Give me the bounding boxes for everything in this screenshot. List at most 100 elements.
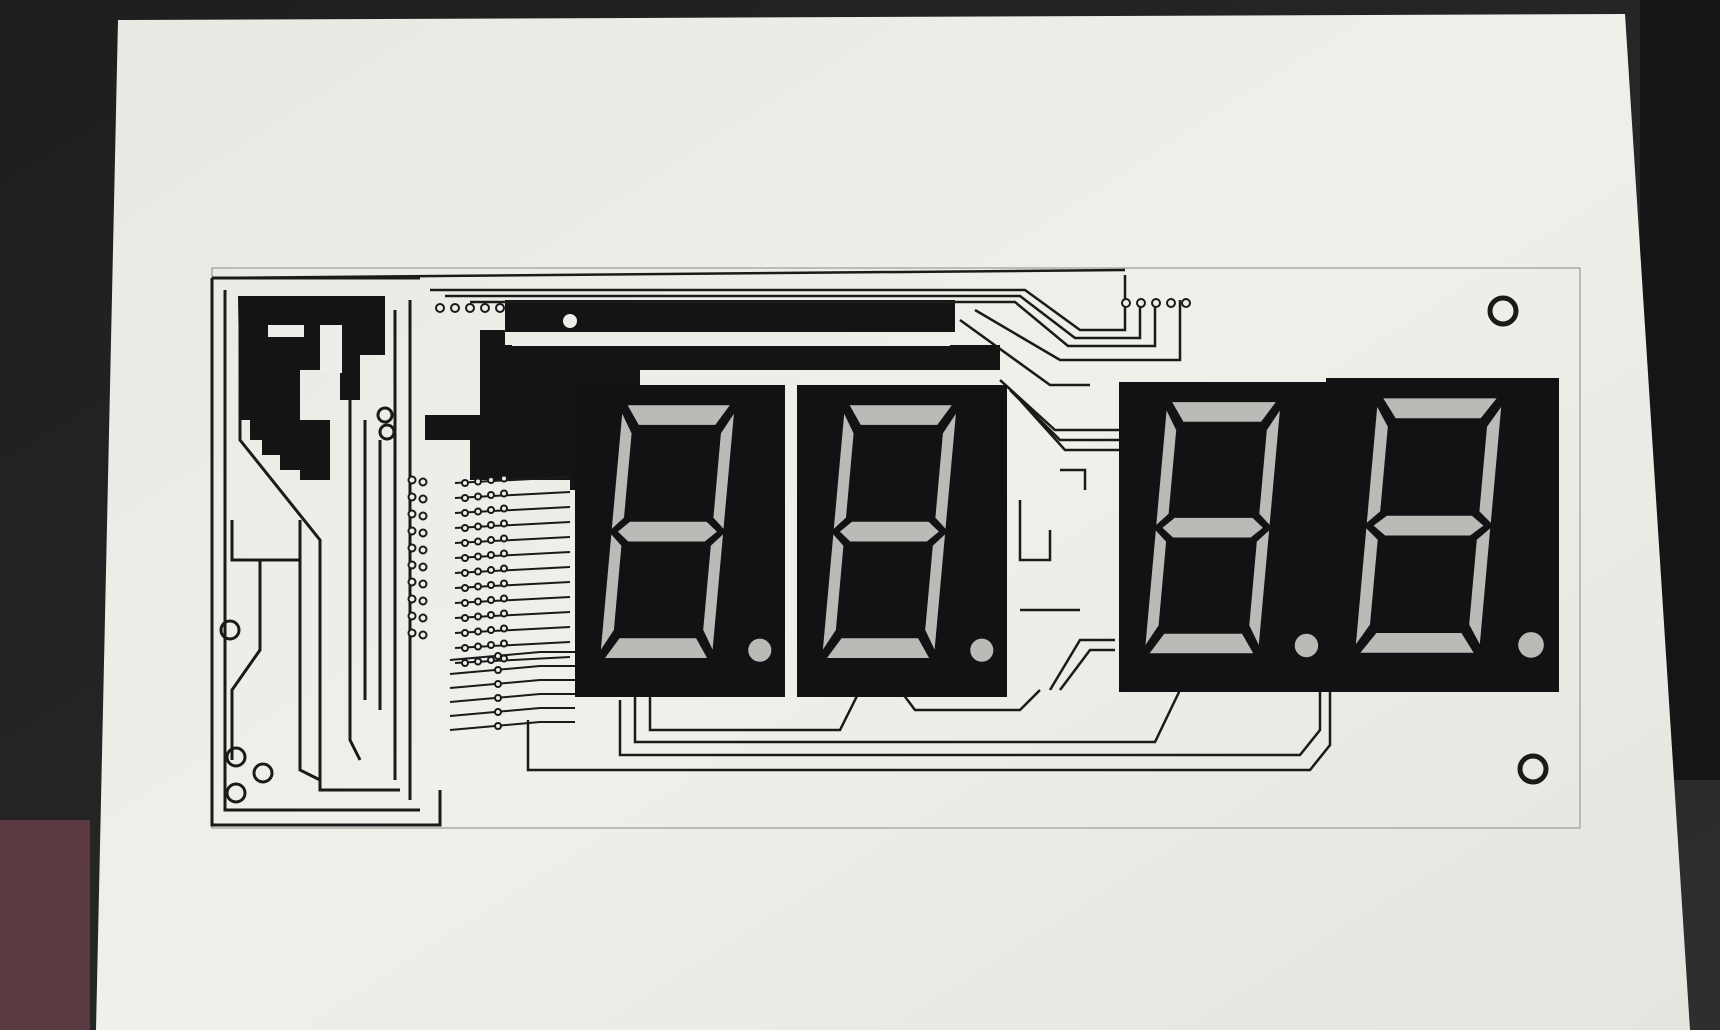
segment-d	[1360, 633, 1474, 653]
decimal-point	[1294, 633, 1319, 658]
pin-pad	[418, 562, 428, 572]
segment-b	[1259, 410, 1280, 525]
segment-b	[713, 413, 734, 529]
pin-pad	[487, 476, 495, 484]
pin-pad	[474, 642, 482, 651]
pin-pad	[418, 579, 428, 589]
pad-round	[219, 619, 241, 641]
pin-pad	[500, 534, 508, 543]
pin-pad	[487, 506, 495, 514]
pin-pad	[474, 492, 482, 501]
pin-pad	[461, 584, 469, 592]
pin-pad	[487, 491, 495, 499]
pin-pad	[500, 564, 508, 573]
seven-segment-display-3	[1119, 382, 1332, 692]
pin-pad	[407, 492, 417, 502]
pin-pad	[418, 494, 428, 504]
segment-e	[1355, 528, 1378, 645]
pin-pad	[407, 594, 417, 604]
pin-pad	[494, 666, 502, 674]
pin-header-rows	[407, 474, 575, 731]
segment-d	[827, 638, 930, 658]
pin-pad	[500, 594, 508, 603]
pin-pad	[474, 552, 482, 561]
pin-pad	[500, 474, 508, 483]
segment-e	[1145, 530, 1167, 645]
pin-pad	[474, 597, 482, 606]
pin-pad	[461, 629, 469, 637]
segment-f	[1366, 406, 1388, 523]
segment-g	[1373, 515, 1484, 536]
pin-pad	[461, 524, 469, 532]
segment-d	[1149, 633, 1254, 654]
pad-square	[320, 325, 342, 373]
pin-pad	[487, 626, 495, 634]
pin-pad	[487, 641, 495, 649]
pcb-trace	[449, 665, 575, 675]
pin-pad	[461, 659, 469, 667]
pin-pad	[500, 609, 508, 618]
pin-pad	[494, 708, 502, 716]
segment-a	[627, 405, 730, 425]
pcb-trace	[449, 651, 575, 661]
segment-c	[1249, 530, 1270, 645]
pin-pad	[487, 656, 495, 664]
segment-b	[935, 413, 956, 529]
segment-c	[703, 534, 723, 650]
segment-a	[1172, 402, 1276, 422]
pcb-trace	[449, 721, 575, 731]
pad-square	[268, 325, 304, 337]
pin-pad	[461, 494, 469, 502]
seven-segment-display-2	[797, 385, 1007, 697]
segment-c	[925, 534, 945, 650]
pin-pad	[418, 596, 428, 606]
pin-pad	[407, 526, 417, 536]
pin-pad	[461, 479, 469, 487]
pin-pad	[474, 522, 482, 531]
pin-pad	[418, 528, 428, 538]
pin-pad	[407, 560, 417, 570]
pin-pad	[500, 504, 508, 513]
copper-pour-left	[238, 296, 385, 480]
pcb-trace	[449, 679, 575, 689]
pin-pad	[407, 577, 417, 587]
connector-pads-top	[435, 298, 1191, 313]
copper-slot	[512, 340, 950, 346]
pin-pad	[500, 579, 508, 588]
pin-pad	[418, 545, 428, 555]
copper-pour-center	[425, 300, 1000, 490]
segment-d	[605, 638, 708, 658]
segment-a	[1383, 398, 1497, 419]
decimal-point	[748, 638, 772, 662]
seven-segment-display-4	[1326, 378, 1559, 692]
pad-round	[376, 406, 394, 424]
pin-pad	[461, 599, 469, 607]
pin-pad	[474, 507, 482, 516]
mount-hole-top-right	[1487, 295, 1519, 327]
pin-pad	[407, 628, 417, 638]
segment-c	[1469, 528, 1491, 645]
pin-pad	[487, 536, 495, 544]
pin-pad	[461, 509, 469, 517]
pin-pad	[500, 519, 508, 528]
pin-pad	[461, 554, 469, 562]
pin-pad	[487, 611, 495, 619]
pin-pad	[461, 614, 469, 622]
pin-pad	[407, 509, 417, 519]
pin-pad	[418, 630, 428, 640]
seven-segment-displays	[575, 378, 1559, 697]
segment-b	[1479, 406, 1502, 523]
pin-pad	[487, 551, 495, 559]
pad-round	[225, 746, 247, 768]
pin-pad	[474, 537, 482, 546]
pad-round	[252, 762, 274, 784]
pin-pad	[474, 657, 482, 666]
pin-pad	[474, 582, 482, 591]
pcb-traces-bottom	[526, 468, 1332, 772]
pin-pad	[494, 652, 502, 660]
pin-pad	[487, 596, 495, 604]
segment-f	[833, 413, 854, 529]
pin-pad	[494, 722, 502, 730]
mount-hole-bottom-right	[1517, 753, 1549, 785]
